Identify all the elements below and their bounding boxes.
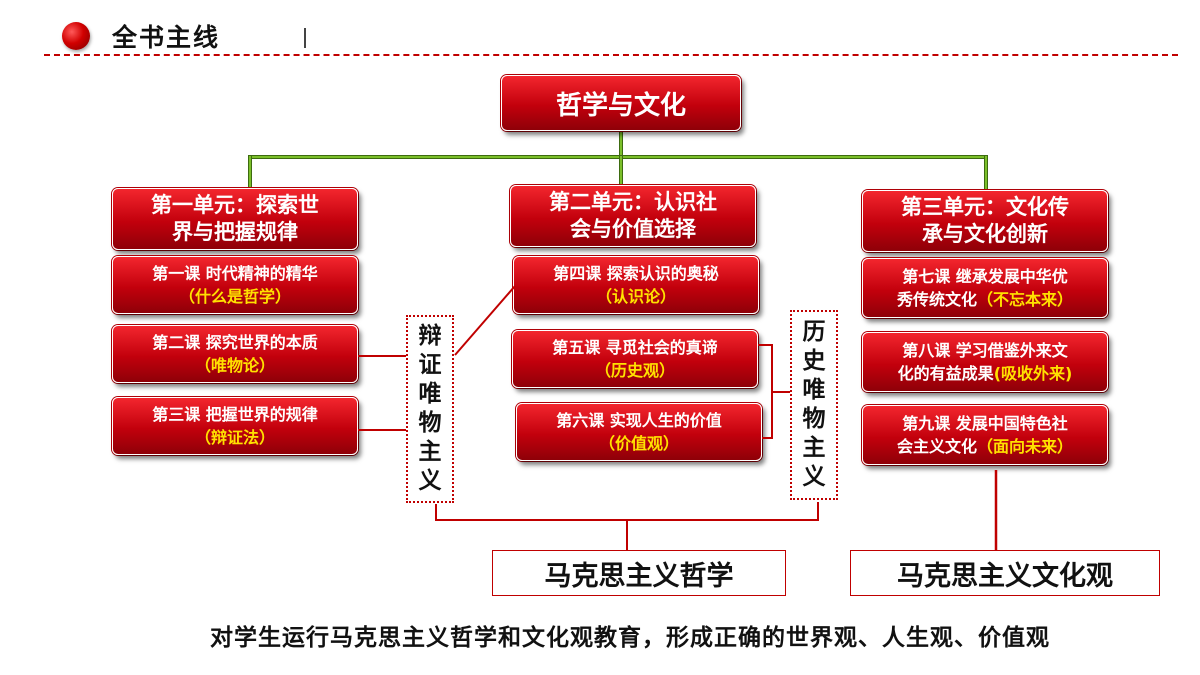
lesson-box-6: 第六课 实现人生的价值 （价值观） bbox=[516, 403, 762, 461]
lesson-highlight: （辩证法） bbox=[194, 428, 275, 447]
unit-box-1: 第一单元：探索世 界与把握规律 bbox=[112, 188, 358, 250]
box-marxist-philosophy: 马克思主义哲学 bbox=[492, 550, 786, 596]
unit-label-line1: 第三单元：文化传 bbox=[901, 195, 1069, 219]
bracket-lessons-5-6 bbox=[758, 344, 773, 439]
lesson-title: 第七课 继承发展中华优 bbox=[902, 267, 1068, 286]
label-char: 证 bbox=[418, 352, 442, 378]
label-historical-materialism: 历 史 唯 物 主 义 bbox=[790, 310, 838, 500]
label-char: 义 bbox=[802, 464, 826, 490]
header-bullet-icon bbox=[62, 22, 90, 50]
label-char: 物 bbox=[802, 406, 826, 432]
lesson-box-8: 第八课 学习借鉴外来文 化的有益成果(吸收外来) bbox=[862, 332, 1108, 392]
lesson-highlight: （唯物论） bbox=[194, 356, 275, 375]
bracket-bottom-philosophy bbox=[435, 502, 819, 521]
unit3-connector bbox=[984, 155, 988, 190]
root-label: 哲学与文化 bbox=[555, 90, 686, 121]
unit-label-line1: 第一单元：探索世 bbox=[151, 193, 319, 217]
label-dialectical-materialism: 辩 证 唯 物 主 义 bbox=[406, 315, 454, 503]
lesson-highlight: （历史观） bbox=[594, 361, 675, 380]
marxist-philosophy-label: 马克思主义哲学 bbox=[544, 560, 734, 592]
label-char: 主 bbox=[802, 435, 826, 461]
lesson-title: 第三课 把握世界的规律 bbox=[152, 405, 318, 424]
page-title: 全书主线 bbox=[112, 23, 221, 52]
label-char: 历 bbox=[802, 319, 826, 345]
lesson-subtitle: 秀传统文化 bbox=[896, 290, 977, 309]
unit-label-line1: 第二单元：认识社 bbox=[549, 190, 717, 214]
lesson-box-1: 第一课 时代精神的精华 （什么是哲学） bbox=[112, 256, 358, 314]
title-separator bbox=[304, 28, 306, 48]
lesson-title: 第一课 时代精神的精华 bbox=[152, 264, 318, 283]
label-char: 义 bbox=[418, 468, 442, 494]
lesson-box-5: 第五课 寻觅社会的真谛 （历史观） bbox=[512, 330, 758, 388]
unit1-connector bbox=[248, 155, 252, 188]
lesson-title: 第四课 探索认识的奥秘 bbox=[553, 264, 719, 283]
lesson-highlight: （认识论） bbox=[595, 287, 676, 306]
label-char: 物 bbox=[418, 410, 442, 436]
lesson-subtitle: 会主义文化 bbox=[896, 437, 977, 456]
lesson-title: 第六课 实现人生的价值 bbox=[556, 411, 722, 430]
root-node: 哲学与文化 bbox=[501, 75, 741, 131]
label-char: 唯 bbox=[802, 377, 826, 403]
lesson-highlight: （面向未来） bbox=[977, 437, 1074, 456]
lesson-highlight: （什么是哲学） bbox=[178, 287, 291, 306]
lesson-box-4: 第四课 探索认识的奥秘 （认识论） bbox=[513, 256, 759, 314]
lesson-box-7: 第七课 继承发展中华优 秀传统文化（不忘本来） bbox=[862, 258, 1108, 318]
lesson-box-9: 第九课 发展中国特色社 会主义文化（面向未来） bbox=[862, 405, 1108, 465]
connector-dialectic-lesson4 bbox=[454, 285, 516, 356]
lesson-title: 第二课 探究世界的本质 bbox=[152, 333, 318, 352]
header-divider bbox=[44, 54, 1178, 56]
lesson-highlight: （价值观） bbox=[598, 434, 679, 453]
lesson-box-2: 第二课 探究世界的本质 （唯物论） bbox=[112, 325, 358, 383]
unit-box-3: 第三单元：文化传 承与文化创新 bbox=[862, 190, 1108, 252]
unit-label-line2: 会与价值选择 bbox=[570, 217, 696, 241]
footer-summary: 对学生运行马克思主义哲学和文化观教育，形成正确的世界观、人生观、价值观 bbox=[210, 625, 1050, 651]
label-char: 主 bbox=[418, 439, 442, 465]
lesson-title: 第九课 发展中国特色社 bbox=[902, 414, 1068, 433]
lesson-title: 第八课 学习借鉴外来文 bbox=[902, 341, 1068, 360]
lesson-box-3: 第三课 把握世界的规律 （辩证法） bbox=[112, 397, 358, 455]
label-char: 辩 bbox=[418, 323, 442, 349]
unit2-connector bbox=[619, 155, 623, 185]
box-marxist-culture-view: 马克思主义文化观 bbox=[850, 550, 1160, 596]
unit-label-line2: 承与文化创新 bbox=[922, 222, 1048, 246]
lesson-highlight: （不忘本来） bbox=[977, 290, 1074, 309]
label-char: 史 bbox=[802, 348, 826, 374]
marxist-culture-label: 马克思主义文化观 bbox=[897, 560, 1113, 592]
unit-label-line2: 界与把握规律 bbox=[172, 220, 298, 244]
lesson-title: 第五课 寻觅社会的真谛 bbox=[552, 338, 718, 357]
label-char: 唯 bbox=[418, 381, 442, 407]
lesson-highlight: (吸收外来) bbox=[993, 364, 1073, 383]
unit-box-2: 第二单元：认识社 会与价值选择 bbox=[510, 185, 756, 247]
lesson-subtitle: 化的有益成果 bbox=[897, 364, 994, 383]
